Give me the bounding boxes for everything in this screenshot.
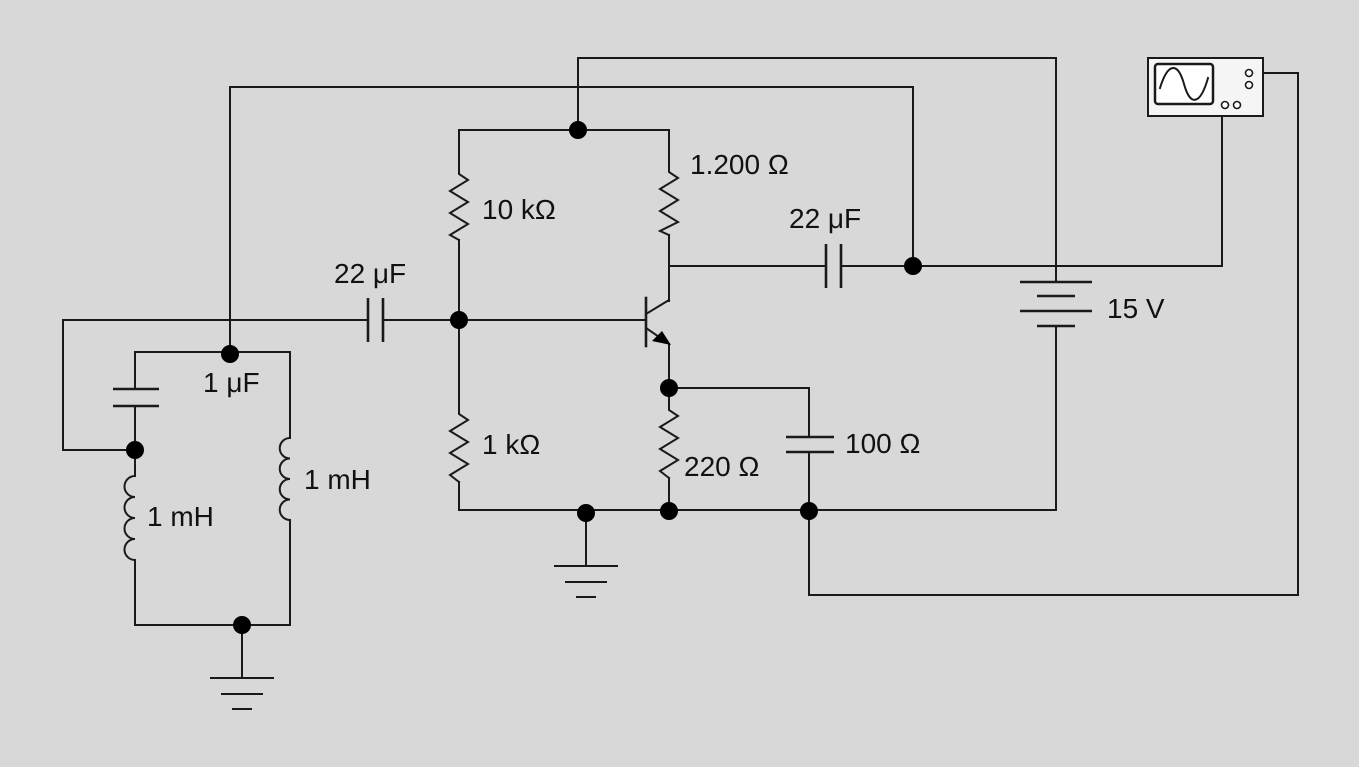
battery-symbol (1020, 280, 1092, 328)
capacitor-tank (113, 387, 159, 408)
junction-dot (221, 345, 239, 363)
junction-dot (660, 502, 678, 520)
junction-dot (660, 379, 678, 397)
emitter-arrow (652, 331, 671, 345)
junction-dot (800, 502, 818, 520)
resistor-1k (448, 407, 470, 484)
label-r-bias-top: 10 kΩ (482, 194, 556, 225)
bypass-top-wire (668, 387, 810, 437)
label-r-emitter: 220 Ω (684, 451, 759, 482)
junction-dot (577, 504, 595, 522)
junction-dot (569, 121, 587, 139)
label-c-tank: 1 μF (203, 367, 260, 398)
label-c-bypass: 100 Ω (845, 428, 920, 459)
supply-wire (577, 57, 1057, 283)
label-c-input: 22 μF (334, 258, 406, 289)
tank-right-wire (134, 519, 291, 626)
ground-symbol-tank (210, 677, 274, 710)
top-rail (458, 129, 670, 161)
junction-dot (126, 441, 144, 459)
junction-dots (126, 121, 922, 634)
inductor-left (123, 474, 137, 562)
label-c-output: 22 μF (789, 203, 861, 234)
capacitor-input (366, 298, 385, 342)
tank-top-wire (134, 351, 291, 439)
input-wire-left (62, 319, 369, 451)
junction-dot (904, 257, 922, 275)
label-r-collector: 1.200 Ω (690, 149, 789, 180)
ground-symbol-center (554, 565, 618, 598)
junction-dot (233, 616, 251, 634)
resistor-10k (448, 159, 470, 242)
oscilloscope-icon (1147, 57, 1264, 117)
label-l-tank-right: 1 mH (304, 464, 371, 495)
label-battery: 15 V (1107, 293, 1165, 324)
component-labels: 10 kΩ 1.200 Ω 1 kΩ 220 Ω 22 μF 22 μF 1 μ… (147, 149, 1165, 532)
bias-bottom-wire (458, 327, 1057, 511)
resistor-collector (657, 159, 681, 237)
scope-ground-wire (808, 72, 1299, 596)
capacitor-output (824, 244, 843, 288)
feedback-wire (229, 86, 914, 355)
label-l-tank-left: 1 mH (147, 501, 214, 532)
resistor-emitter (658, 403, 680, 480)
npn-transistor-symbol (644, 296, 671, 348)
capacitor-bypass (786, 435, 834, 454)
inductor-right (278, 436, 292, 522)
label-r-bias-bottom: 1 kΩ (482, 429, 540, 460)
junction-dot (450, 311, 468, 329)
